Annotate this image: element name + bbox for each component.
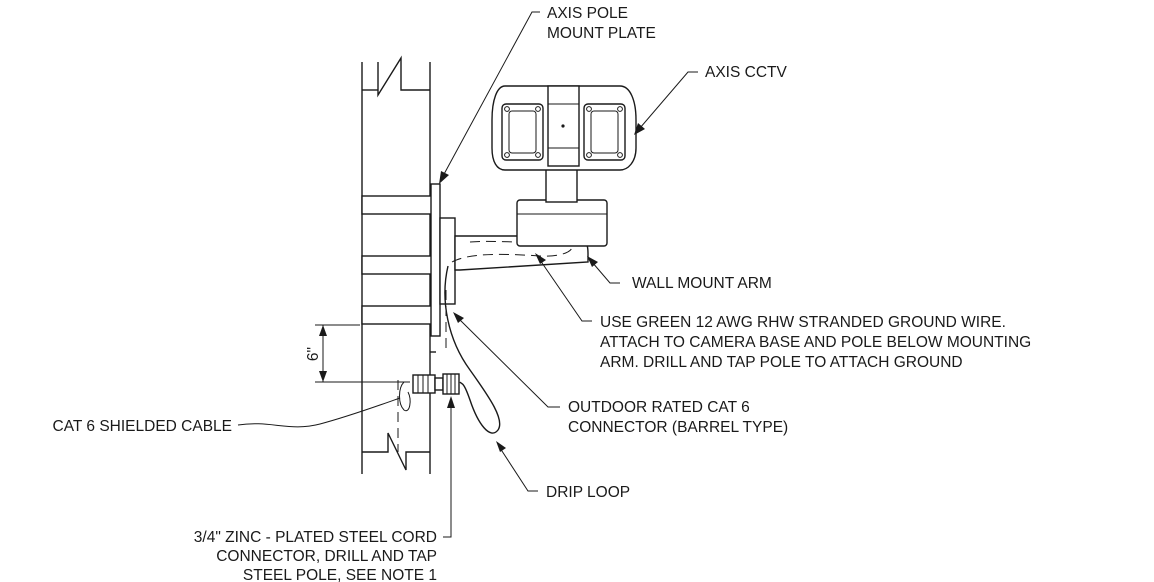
label-drip-loop: DRIP LOOP (546, 484, 630, 501)
label-cctv: AXIS CCTV (705, 64, 787, 81)
pole-mount-plate (430, 183, 456, 337)
label-ground-wire-line3: ARM. DRILL AND TAP POLE TO ATTACH GROUND (600, 354, 963, 371)
label-connector-line2: CONNECTOR (BARREL TYPE) (568, 419, 788, 436)
leader-ground-wire (535, 253, 592, 322)
leader-cat6-cable (237, 397, 401, 428)
label-cord-connector-line2: CONNECTOR, DRILL AND TAP (216, 548, 437, 565)
leader-drip-loop (496, 441, 538, 492)
leader-cctv (634, 71, 698, 135)
pole-clamp-bands (361, 195, 433, 325)
leader-cat6-connector (453, 312, 560, 408)
label-connector-line1: OUTDOOR RATED CAT 6 (568, 399, 750, 416)
dimension-label: 6" (305, 347, 322, 361)
label-wall-mount-arm: WALL MOUNT ARM (632, 275, 772, 292)
label-ground-wire-line1: USE GREEN 12 AWG RHW STRANDED GROUND WIR… (600, 314, 1006, 331)
cat6-cable-drip-loop (397, 265, 501, 452)
label-cord-connector-line1: 3/4" ZINC - PLATED STEEL CORD (194, 529, 437, 546)
leader-wall-mount-arm (587, 256, 620, 284)
label-pole-mount-plate-line1: AXIS POLE (547, 5, 628, 22)
axis-cctv-camera (491, 85, 637, 247)
leader-cord-connector (443, 396, 455, 538)
leader-pole-mount-plate (439, 11, 540, 184)
label-pole-mount-plate-line2: MOUNT PLATE (547, 25, 656, 42)
cord-connector (412, 373, 460, 395)
label-cat6-cable: CAT 6 SHIELDED CABLE (53, 418, 232, 435)
dimension-6in: 6" (305, 324, 410, 383)
label-cord-connector-line3: STEEL POLE, SEE NOTE 1 (243, 567, 437, 582)
label-ground-wire-line2: ATTACH TO CAMERA BASE AND POLE BELOW MOU… (600, 334, 1031, 351)
